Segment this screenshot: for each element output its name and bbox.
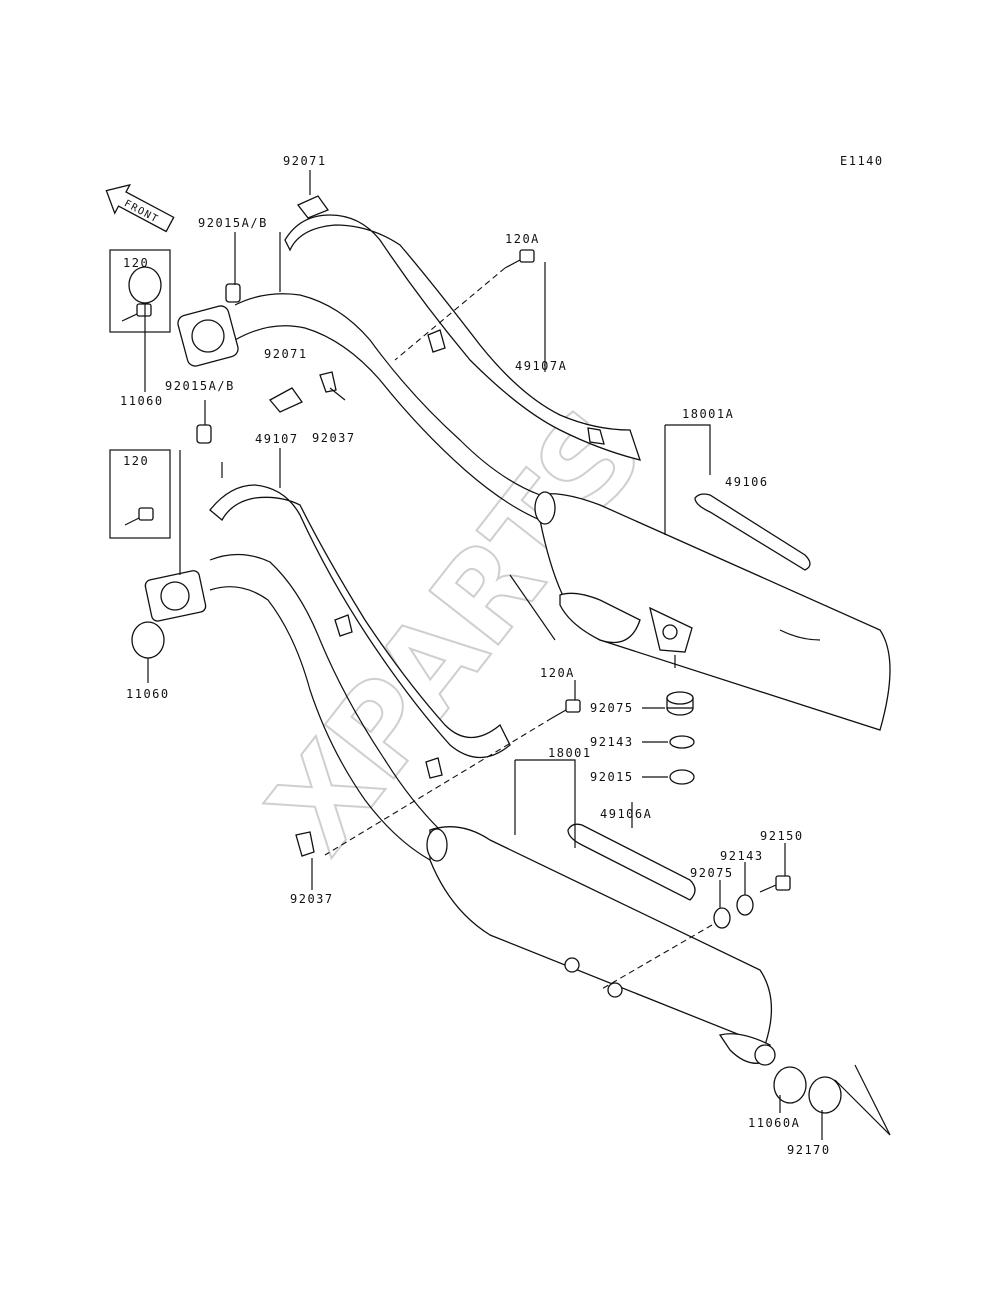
label-120-mid: 120 xyxy=(123,454,149,468)
clamp-92170 xyxy=(808,1076,842,1114)
label-92071-mid: 92071 xyxy=(264,347,308,361)
label-92037-top: 92037 xyxy=(312,431,356,445)
label-49106: 49106 xyxy=(725,475,769,489)
bolt-120-mid xyxy=(124,507,154,526)
gasket-49106 xyxy=(694,493,811,571)
clamp-92037-top xyxy=(319,371,337,393)
label-120a-mid: 120A xyxy=(540,666,575,680)
box-120-top xyxy=(109,249,171,333)
diagram-code: E1140 xyxy=(840,154,884,168)
heat-shield-49107 xyxy=(209,484,511,758)
label-92071-top: 92071 xyxy=(283,154,327,168)
grommet-92075-bot xyxy=(713,907,731,929)
gasket-11060-bot xyxy=(131,621,165,659)
cap-92071-mid xyxy=(268,387,303,413)
label-92075-bot: 92075 xyxy=(690,866,734,880)
heat-shield-49107a xyxy=(284,214,641,461)
label-92143-bot: 92143 xyxy=(720,849,764,863)
bolt-120a-top xyxy=(504,249,535,269)
label-92037-bot: 92037 xyxy=(290,892,334,906)
label-18001a: 18001A xyxy=(682,407,734,421)
label-11060-top: 11060 xyxy=(120,394,164,408)
collar-92143-bot xyxy=(736,894,754,916)
label-120-top: 120 xyxy=(123,256,149,270)
label-49106a: 49106A xyxy=(600,807,652,821)
collar-92015ab-mid xyxy=(196,424,212,444)
muffler-18001 xyxy=(429,826,773,1046)
lower-exhaust-assembly xyxy=(144,484,776,1066)
label-92150: 92150 xyxy=(760,829,804,843)
gasket-49106a xyxy=(567,823,696,901)
label-49107a: 49107A xyxy=(515,359,567,373)
label-92015ab-mid: 92015A/B xyxy=(165,379,235,393)
cap-92071-top xyxy=(296,195,330,219)
collar-92143-top xyxy=(669,735,695,749)
bolt-92150 xyxy=(759,875,791,893)
upper-exhaust-assembly xyxy=(177,214,891,731)
label-120a-top: 120A xyxy=(505,232,540,246)
front-arrow-icon: FRONT xyxy=(105,183,175,233)
label-92075-top: 92075 xyxy=(590,701,634,715)
label-92015ab-top: 92015A/B xyxy=(198,216,268,230)
collar-92015ab-top xyxy=(225,283,241,303)
bolt-120a-mid xyxy=(551,699,581,719)
label-92170: 92170 xyxy=(787,1143,831,1157)
label-49107: 49107 xyxy=(255,432,299,446)
collar-92015 xyxy=(669,769,695,785)
box-120-mid xyxy=(109,449,171,539)
bolt-120-top xyxy=(121,303,152,322)
label-11060-bot: 11060 xyxy=(126,687,170,701)
muffler-18001a xyxy=(539,493,891,731)
clamp-92037-bot xyxy=(295,831,315,857)
label-18001: 18001 xyxy=(548,746,592,760)
label-92015: 92015 xyxy=(590,770,634,784)
label-92143-top: 92143 xyxy=(590,735,634,749)
gasket-11060-top xyxy=(128,266,162,304)
gasket-11060a xyxy=(773,1066,807,1104)
grommet-92075-top xyxy=(666,691,694,716)
label-11060a: 11060A xyxy=(748,1116,800,1130)
